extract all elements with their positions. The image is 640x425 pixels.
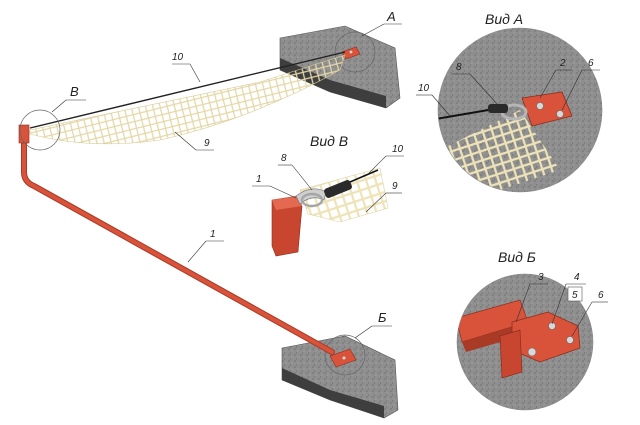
safety-net [29, 54, 346, 145]
concrete-block-b [281, 335, 399, 419]
marker-a: А [386, 9, 396, 24]
view-b-detail: Вид Б 3 4 5 6 [456, 249, 608, 411]
callout-10-view-v: 10 [392, 144, 404, 155]
callout-6-view-a: 6 [588, 58, 594, 69]
callout-6-view-b: 6 [598, 290, 604, 301]
detail-circle-a [334, 31, 376, 73]
callout-5-view-b: 5 [572, 290, 578, 301]
detail-circle-v [19, 109, 61, 151]
main-callouts: 10 9 1 А В Б [51, 9, 402, 339]
callout-8-view-v: 8 [281, 153, 287, 164]
callout-1-view-v: 1 [256, 174, 262, 185]
callout-4-view-b: 4 [574, 272, 580, 283]
support-bar [18, 124, 335, 355]
callout-10-view-a: 10 [418, 83, 430, 94]
view-v-title: Вид В [310, 133, 348, 149]
tension-cable [29, 51, 346, 129]
callout-2-view-a: 2 [559, 58, 566, 69]
detail-circle-b [324, 334, 366, 376]
marker-v: В [70, 84, 79, 99]
callout-1-main: 1 [210, 229, 216, 240]
callout-10-main: 10 [172, 52, 184, 63]
view-v-detail: Вид В 1 8 10 9 [252, 133, 404, 257]
view-a-detail: Вид А 8 10 2 6 [416, 11, 603, 193]
callout-9-view-v: 9 [392, 181, 398, 192]
view-b-title: Вид Б [498, 249, 536, 265]
marker-b: Б [378, 310, 387, 325]
callout-9-main: 9 [204, 138, 210, 149]
callout-8-view-a: 8 [456, 62, 462, 73]
callout-3-view-b: 3 [538, 272, 544, 283]
view-a-title: Вид А [485, 11, 523, 27]
anchor-plate-b [329, 348, 357, 368]
